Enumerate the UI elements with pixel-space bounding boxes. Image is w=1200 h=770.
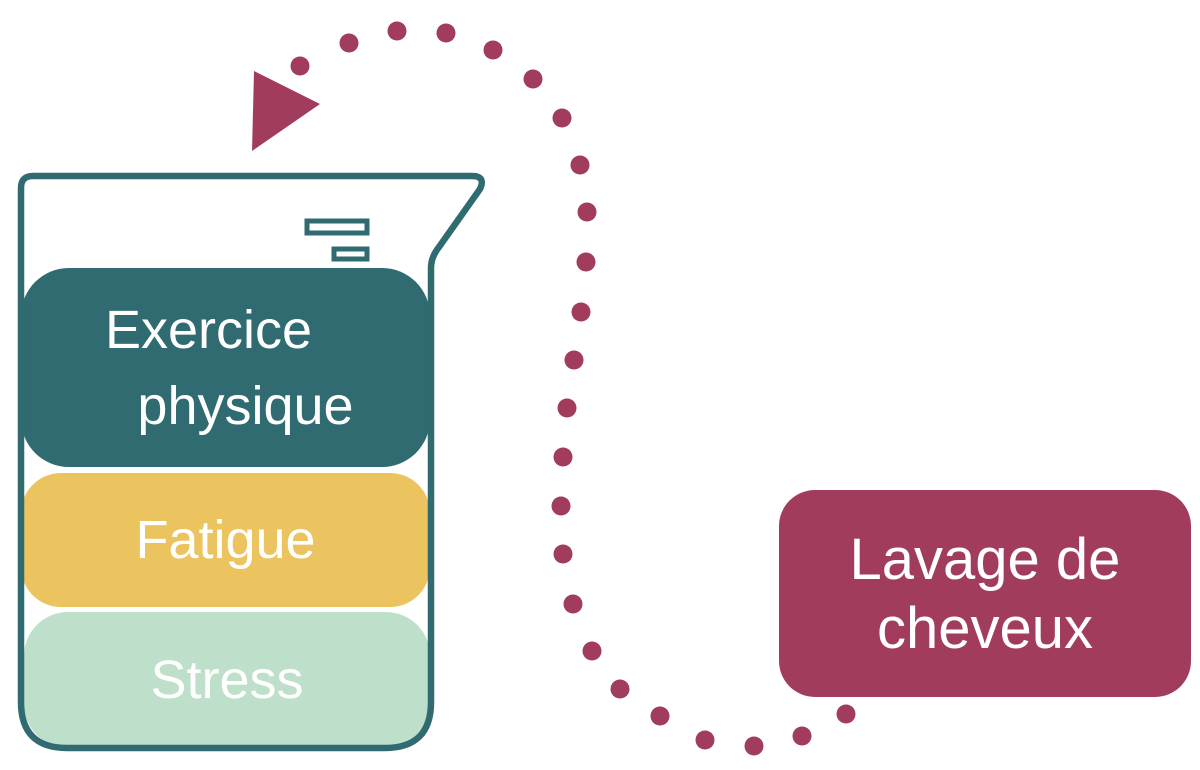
graduation-mark-icon: [331, 246, 370, 262]
arc-dot: [582, 641, 602, 661]
graduation-mark-icon: [304, 218, 370, 236]
result-label-line: cheveux: [876, 595, 1094, 661]
beaker-item-label-line: Stress: [150, 650, 304, 710]
arc-dot: [792, 726, 812, 746]
arc-dot: [387, 21, 407, 41]
arc-dot: [553, 447, 573, 467]
arc-dot: [610, 679, 630, 699]
beaker-item-exercice-physique: Exercice physique: [21, 268, 430, 467]
arc-dot: [557, 398, 577, 418]
arc-dot: [339, 33, 359, 53]
beaker-item-label-line: Fatigue: [135, 510, 316, 570]
result-box-lavage-de-cheveux: Lavage de cheveux: [779, 490, 1191, 697]
arc-dot: [553, 544, 573, 564]
arc-dot: [564, 350, 584, 370]
arrowhead-icon: [252, 71, 320, 151]
beaker-item-label-line: physique: [137, 375, 354, 436]
arc-dot: [577, 202, 597, 222]
arc-dot: [436, 23, 456, 43]
beaker-item-label-line: Exercice: [104, 299, 313, 360]
arc-dot: [563, 594, 583, 614]
arc-dot: [483, 40, 503, 60]
beaker-item-stress: Stress: [24, 612, 430, 748]
beaker-graduation-marks: [304, 218, 370, 262]
arc-dot: [571, 302, 591, 322]
arc-dot: [744, 736, 764, 756]
arc-dot: [576, 252, 596, 272]
arc-dot: [551, 496, 571, 516]
arc-dot: [552, 108, 572, 128]
arc-dot: [695, 730, 715, 750]
arc-dot: [650, 706, 670, 726]
arc-dot: [570, 155, 590, 175]
result-label-line: Lavage de: [849, 526, 1121, 592]
arc-dot: [523, 69, 543, 89]
arc-dot: [836, 704, 856, 724]
arc-dot: [290, 56, 310, 76]
beaker-item-fatigue: Fatigue: [21, 473, 430, 607]
